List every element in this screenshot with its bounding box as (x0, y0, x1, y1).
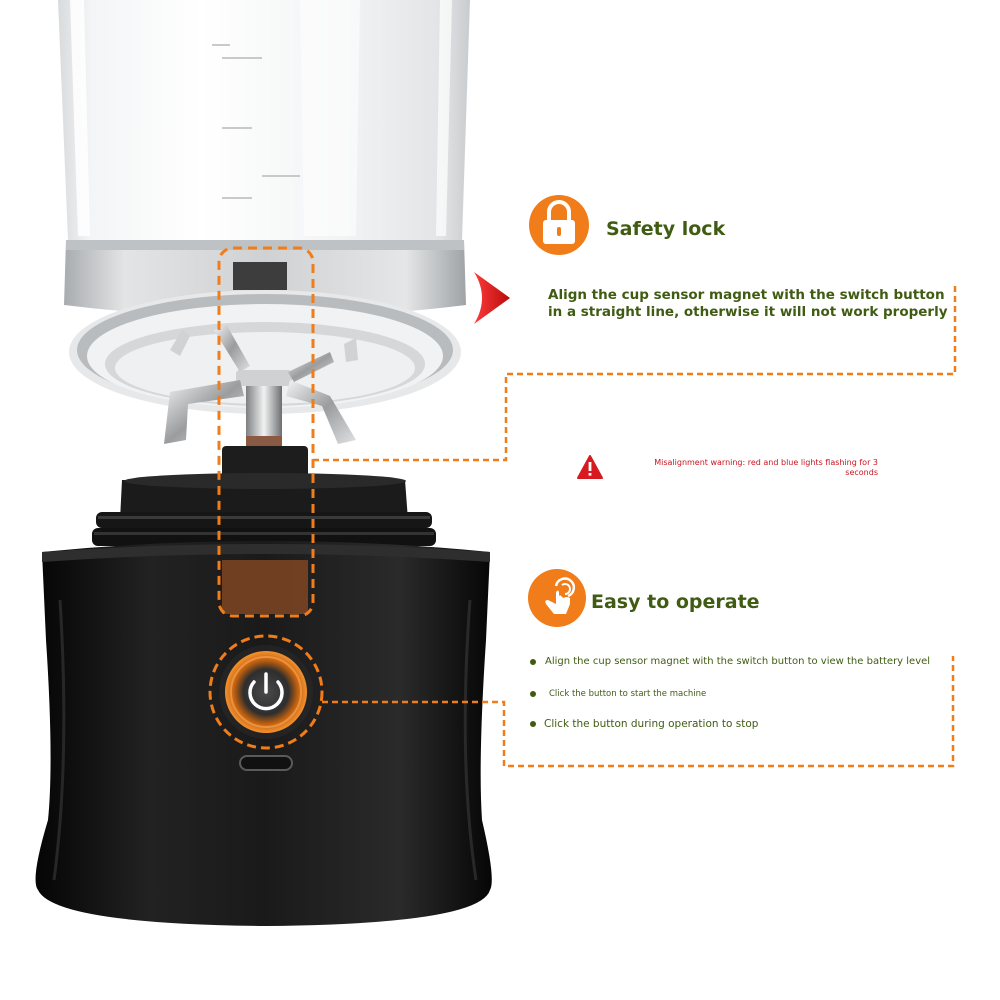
safety-lock-description: Align the cup sensor magnet with the swi… (548, 287, 948, 320)
padlock-icon (529, 195, 589, 255)
step-text: Click the button to start the machine (549, 689, 707, 699)
blade-assembly (164, 324, 358, 450)
power-icon (248, 672, 284, 711)
red-pointer-icon (474, 272, 510, 324)
power-button[interactable] (208, 634, 324, 750)
step-text: Click the button during operation to sto… (544, 718, 759, 730)
misalignment-warning: Misalignment warning: red and blue light… (654, 458, 878, 477)
connector-lines (313, 285, 957, 768)
sensor-magnet (233, 262, 287, 290)
bullet-icon (530, 658, 536, 665)
measurement-marks (212, 44, 300, 199)
usb-c-port-icon (239, 755, 293, 771)
bullet-icon (530, 691, 536, 697)
step-text: Align the cup sensor magnet with the swi… (545, 656, 931, 667)
bullet-icon (530, 721, 536, 727)
safety-lock-title: Safety lock (606, 218, 726, 240)
warning-triangle-icon (577, 455, 603, 479)
list-item: Align the cup sensor magnet with the swi… (530, 656, 930, 667)
easy-operate-title: Easy to operate (591, 591, 760, 613)
hand-tap-icon (528, 569, 586, 627)
list-item: Click the button to start the machine (530, 689, 706, 699)
sensor-alignment-box (217, 246, 315, 618)
cup (58, 0, 470, 414)
list-item: Click the button during operation to sto… (530, 718, 758, 730)
